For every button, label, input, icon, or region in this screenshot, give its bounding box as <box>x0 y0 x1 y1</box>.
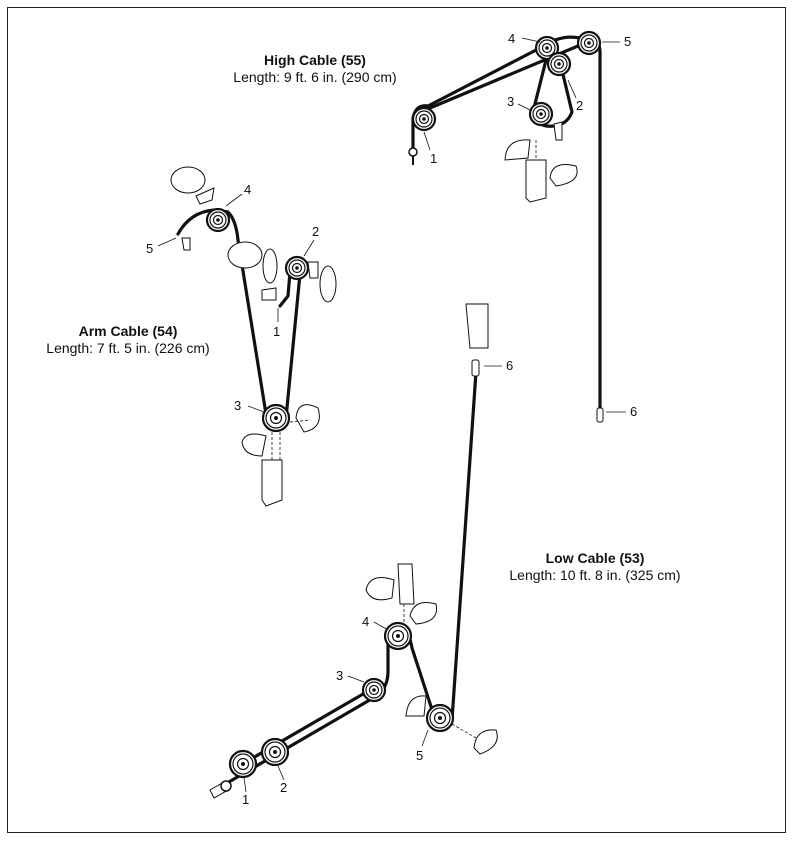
low-callout-1: 1 <box>242 792 249 807</box>
arm-plate-lower-right <box>295 404 320 433</box>
high-cable-assembly: 4 5 2 3 1 6 <box>408 30 637 423</box>
low-callout-2: 2 <box>280 780 287 795</box>
arm-cable-assembly: 4 5 2 1 3 <box>146 166 337 507</box>
arm-plate-3 <box>262 248 278 284</box>
arm-cable-line <box>176 208 302 426</box>
low-top-bracket <box>465 303 489 349</box>
arm-clip <box>181 237 191 251</box>
low-callout-4: 4 <box>362 614 369 629</box>
arm-plate-lower-left <box>241 433 267 457</box>
low-cable-title: Low Cable (53) <box>545 550 645 566</box>
high-pulley-3 <box>528 101 554 127</box>
high-small-bracket <box>553 121 563 141</box>
high-cable-line <box>411 34 602 412</box>
high-pulley-5 <box>576 30 602 56</box>
low-cable-caption: Low Cable (53) Length: 10 ft. 8 in. (325… <box>480 550 710 584</box>
arm-pulley-3 <box>261 403 291 433</box>
low-pulley-2 <box>260 737 290 767</box>
arm-bracket-mid <box>261 287 277 301</box>
arm-cable-length: Length: 7 ft. 5 in. (226 cm) <box>46 340 210 356</box>
high-cable-length: Length: 9 ft. 6 in. (290 cm) <box>233 69 397 85</box>
low-cable-assembly: 6 4 3 5 1 2 <box>209 303 513 807</box>
arm-callout-3: 3 <box>234 398 241 413</box>
low-pulley-5 <box>425 703 455 733</box>
high-callout-3: 3 <box>507 94 514 109</box>
arm-bracket-right <box>307 261 319 279</box>
high-callout-4: 4 <box>508 31 515 46</box>
arm-plate-2 <box>227 241 263 269</box>
low-callout-3: 3 <box>336 668 343 683</box>
low-callout-6: 6 <box>506 358 513 373</box>
low-pulley-1 <box>228 749 258 779</box>
low-callout-5: 5 <box>416 748 423 763</box>
arm-bracket-top <box>195 187 215 205</box>
high-pulley-1 <box>411 106 437 132</box>
arm-callout-1: 1 <box>273 324 280 339</box>
arm-cable-caption: Arm Cable (54) Length: 7 ft. 5 in. (226 … <box>28 323 228 357</box>
high-cable-threaded-end <box>596 407 604 423</box>
low-plate-lower-left <box>405 695 427 717</box>
arm-plate-1 <box>170 166 206 194</box>
high-callout-5: 5 <box>624 34 631 49</box>
low-pulley-4 <box>383 621 413 651</box>
arm-plate-4 <box>319 265 337 303</box>
low-cable-threaded-end <box>471 359 480 377</box>
low-plate-upper-right <box>409 602 438 625</box>
high-callout-2: 2 <box>576 98 583 113</box>
high-callout-6: 6 <box>630 404 637 419</box>
high-bracket <box>525 159 547 203</box>
high-pulley-2 <box>546 51 572 77</box>
high-plate-right <box>549 164 578 187</box>
arm-lower-bracket <box>261 459 283 507</box>
arm-callout-4: 4 <box>244 182 251 197</box>
low-pulley-3 <box>361 677 387 703</box>
low-plate-upper-left <box>365 577 395 601</box>
low-upper-bracket <box>397 563 415 605</box>
high-cable-title: High Cable (55) <box>264 52 366 68</box>
arm-pulley-4 <box>205 207 231 233</box>
low-plate-lower-right <box>473 729 498 755</box>
arm-pulley-2 <box>284 255 310 281</box>
arm-callout-5: 5 <box>146 241 153 256</box>
diagram-frame <box>7 7 786 833</box>
high-cable-caption: High Cable (55) Length: 9 ft. 6 in. (290… <box>210 52 420 86</box>
arm-callout-2: 2 <box>312 224 319 239</box>
low-cable-length: Length: 10 ft. 8 in. (325 cm) <box>509 567 681 583</box>
high-plate-left <box>504 139 531 161</box>
high-cable-ball-end <box>408 147 418 157</box>
high-callout-1: 1 <box>430 151 437 166</box>
arm-cable-title: Arm Cable (54) <box>78 323 178 339</box>
